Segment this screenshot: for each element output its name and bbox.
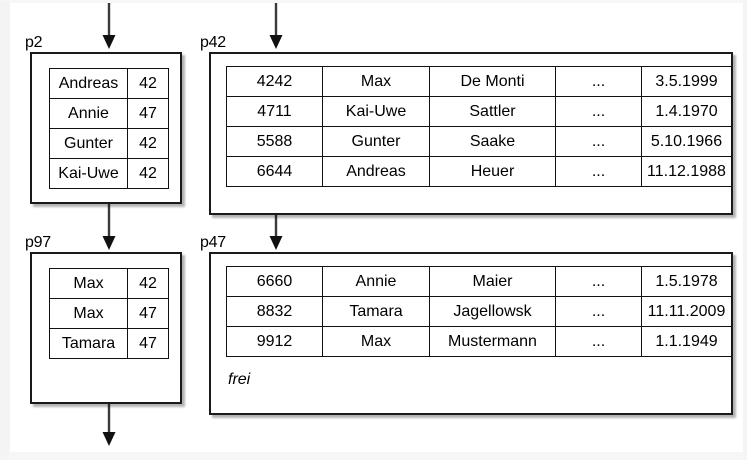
table-p97: Max 42 Max 47 Tamara 47 [49,268,169,359]
page-label-p97: p97 [25,234,51,251]
table-row: 9912 Max Mustermann ... 1.1.1949 [226,326,732,357]
cell-id: 8832 [226,296,323,327]
cell-date: 5.10.1966 [641,126,732,157]
page-box-p97: Max 42 Max 47 Tamara 47 [30,252,182,404]
table-row: Andreas 42 [49,68,169,99]
cell-date: 1.4.1970 [641,96,732,127]
table-row: Kai-Uwe 42 [49,158,169,189]
page-label-p42: p42 [200,34,226,51]
page-label-p2: p2 [25,34,43,51]
page-box-p47: 6660 Annie Maier ... 1.5.1978 8832 Tamar… [209,252,733,415]
cell-id: 5588 [226,126,323,157]
table-row: 4242 Max De Monti ... 3.5.1999 [226,66,732,97]
cell-id: 4242 [226,66,323,97]
cell-date: 3.5.1999 [641,66,732,97]
cell-name: Kai-Uwe [49,158,128,189]
table-p42: 4242 Max De Monti ... 3.5.1999 4711 Kai-… [226,66,732,187]
cell-first-name: Tamara [322,296,430,327]
table-row: 8832 Tamara Jagellowsk ... 11.11.2009 [226,296,732,327]
cell-bucket: 42 [127,158,169,189]
table-row: Max 42 [49,268,169,299]
cell-id: 9912 [226,326,323,357]
free-space-label: frei [228,371,251,388]
cell-name: Max [49,268,128,299]
table-row: 4711 Kai-Uwe Sattler ... 1.4.1970 [226,96,732,127]
cell-bucket: 47 [127,328,169,359]
page-label-p47: p47 [200,234,226,251]
cell-last-name: Heuer [429,156,556,187]
cell-last-name: Saake [429,126,556,157]
cell-last-name: Maier [429,266,556,297]
page-box-p2: Andreas 42 Annie 47 Gunter 42 Kai-Uwe 42 [30,52,182,204]
cell-first-name: Max [322,326,430,357]
cell-last-name: De Monti [429,66,556,97]
cell-name: Tamara [49,328,128,359]
cell-more: ... [555,66,642,97]
cell-more: ... [555,126,642,157]
cell-more: ... [555,266,642,297]
cell-name: Andreas [49,68,128,99]
cell-date: 1.5.1978 [641,266,732,297]
cell-more: ... [555,326,642,357]
table-row: Gunter 42 [49,128,169,159]
table-row: Max 47 [49,298,169,329]
table-row: 6660 Annie Maier ... 1.5.1978 [226,266,732,297]
cell-more: ... [555,96,642,127]
arrow-p97-out [100,401,118,449]
cell-bucket: 42 [127,128,169,159]
cell-last-name: Jagellowsk [429,296,556,327]
cell-name: Gunter [49,128,128,159]
table-row: 6644 Andreas Heuer ... 11.12.1988 [226,156,732,187]
cell-bucket: 42 [127,68,169,99]
arrow-into-p42 [267,3,285,51]
cell-id: 6644 [226,156,323,187]
cell-first-name: Kai-Uwe [322,96,430,127]
cell-date: 1.1.1949 [641,326,732,357]
cell-id: 6660 [226,266,323,297]
table-p2: Andreas 42 Annie 47 Gunter 42 Kai-Uwe 42 [49,68,169,189]
cell-first-name: Gunter [322,126,430,157]
page-box-p42: 4242 Max De Monti ... 3.5.1999 4711 Kai-… [209,52,733,215]
cell-first-name: Annie [322,266,430,297]
cell-bucket: 47 [127,98,169,129]
cell-name: Max [49,298,128,329]
cell-last-name: Mustermann [429,326,556,357]
table-p47: 6660 Annie Maier ... 1.5.1978 8832 Tamar… [226,266,732,357]
cell-date: 11.11.2009 [641,296,732,327]
cell-first-name: Andreas [322,156,430,187]
cell-name: Annie [49,98,128,129]
arrow-p2-to-p97 [100,202,118,252]
table-row: Annie 47 [49,98,169,129]
cell-date: 11.12.1988 [641,156,732,187]
table-row: Tamara 47 [49,328,169,359]
cell-last-name: Sattler [429,96,556,127]
cell-more: ... [555,156,642,187]
cell-first-name: Max [322,66,430,97]
cell-more: ... [555,296,642,327]
cell-bucket: 47 [127,298,169,329]
cell-bucket: 42 [127,268,169,299]
table-row: 5588 Gunter Saake ... 5.10.1966 [226,126,732,157]
cell-id: 4711 [226,96,323,127]
arrow-into-p2 [100,3,118,51]
